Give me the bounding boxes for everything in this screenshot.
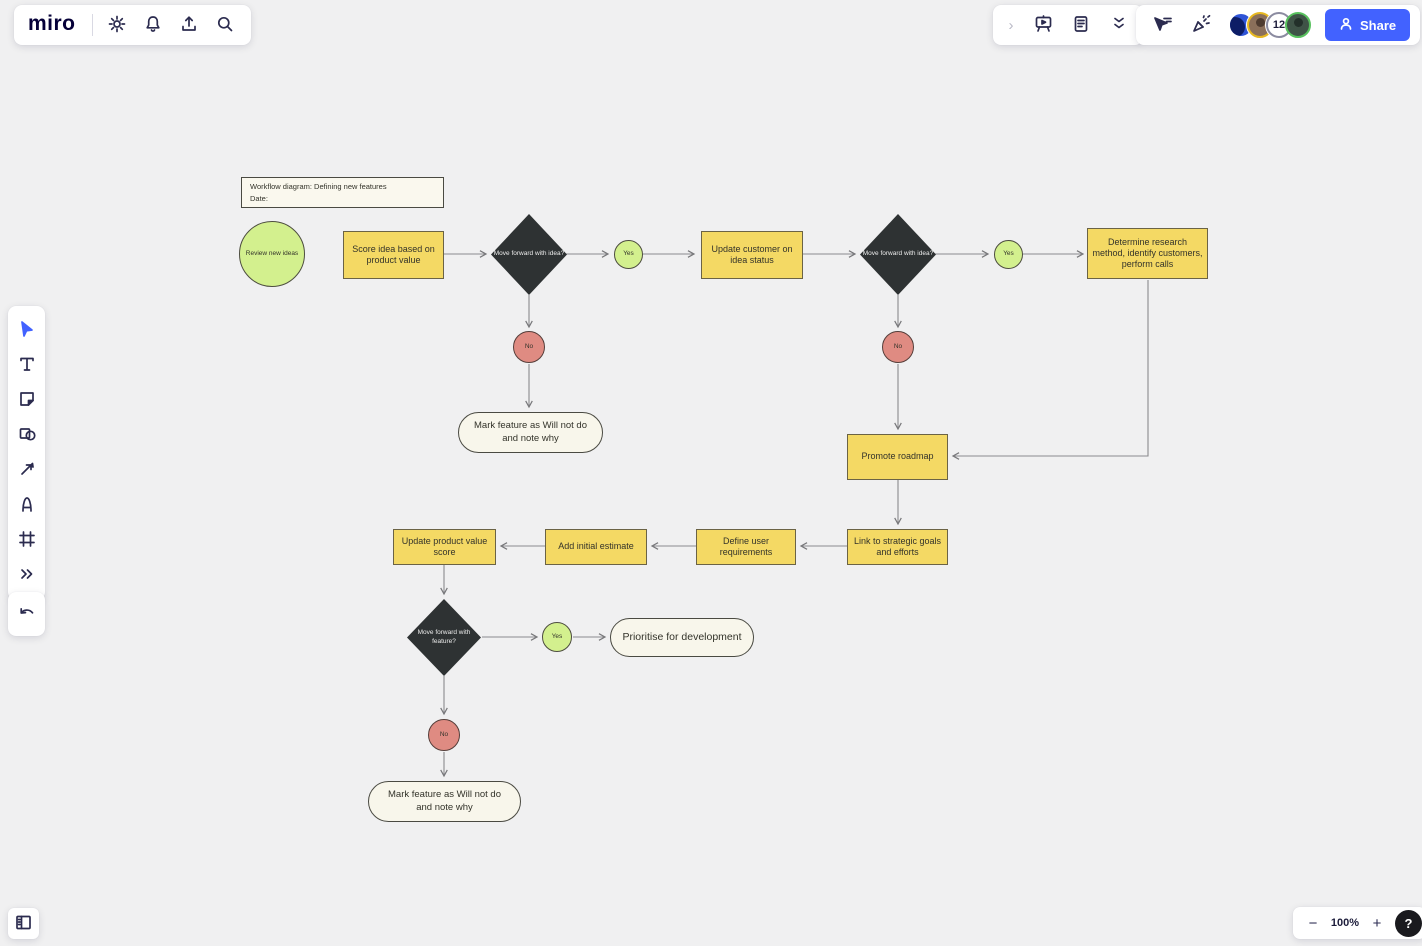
diagram-title-box[interactable]: Workflow diagram: Defining new features … (241, 177, 444, 208)
node-score-idea[interactable]: Score idea based on product value (343, 231, 444, 279)
frame-icon (17, 529, 37, 552)
decision-2-label: Move forward with idea? (862, 250, 934, 258)
share-button[interactable]: Share (1325, 9, 1411, 41)
follow-cursor-icon (1151, 14, 1173, 37)
node-mark-feature-2[interactable]: Mark feature as Will not do and note why (368, 781, 521, 822)
node-determine-research[interactable]: Determine research method, identify cust… (1087, 228, 1208, 279)
diamond-shape (860, 214, 936, 295)
collaboration-bar: 12 Share (1136, 5, 1421, 45)
text-icon (17, 354, 37, 377)
node-no-3[interactable]: No (428, 719, 460, 751)
node-decision-3[interactable]: Move forward with feature? (407, 599, 481, 676)
double-chevron-right-icon (18, 566, 36, 585)
node-link-strategic[interactable]: Link to strategic goals and efforts (847, 529, 948, 565)
collaborator-avatars: 12 (1228, 12, 1311, 38)
node-start[interactable]: Review new ideas (239, 221, 305, 287)
party-spray-icon (1191, 14, 1213, 37)
search-icon (215, 14, 235, 37)
collapse-toolbar-button[interactable] (1103, 9, 1135, 41)
pen-icon (17, 494, 37, 517)
tool-more[interactable] (10, 559, 43, 592)
tool-frame[interactable] (10, 524, 43, 557)
decision-3-label: Move forward with feature? (417, 628, 471, 645)
node-yes-2[interactable]: Yes (994, 240, 1023, 269)
zoom-controls: − 100% + ? (1293, 907, 1422, 939)
node-define-user[interactable]: Define user requirements (696, 529, 796, 565)
settings-button[interactable] (101, 9, 133, 41)
node-mark-feature-1[interactable]: Mark feature as Will not do and note why (458, 412, 603, 453)
share-label: Share (1360, 17, 1397, 33)
zoom-in-button[interactable]: + (1365, 911, 1389, 935)
divider (91, 14, 93, 36)
tool-connector[interactable] (10, 454, 43, 487)
undo-arrow-icon (17, 603, 37, 626)
node-update-customer[interactable]: Update customer on idea status (701, 231, 803, 279)
person-icon (1339, 17, 1353, 34)
presentation-button[interactable] (1027, 9, 1059, 41)
node-no-2[interactable]: No (882, 331, 914, 363)
miro-logo[interactable]: miro (28, 12, 76, 35)
panels-toggle-card (8, 908, 39, 939)
gear-icon (107, 14, 127, 37)
sticky-note-icon (17, 389, 37, 412)
zoom-out-button[interactable]: − (1301, 911, 1325, 935)
select-cursor-icon (17, 319, 37, 342)
creation-toolbar (8, 306, 45, 600)
notes-button[interactable] (1065, 9, 1097, 41)
main-toolbar: miro (14, 5, 251, 45)
double-chevron-down-icon (1111, 15, 1127, 36)
document-icon (1071, 14, 1091, 37)
undo-toolbar (8, 592, 45, 636)
arrow-icon (17, 459, 37, 482)
bell-icon (143, 14, 163, 37)
easel-play-icon (1033, 13, 1054, 37)
decision-1-label: Move forward with idea? (493, 250, 565, 258)
search-button[interactable] (209, 9, 241, 41)
node-add-estimate[interactable]: Add initial estimate (545, 529, 647, 565)
node-yes-3[interactable]: Yes (542, 622, 572, 652)
tool-shapes[interactable] (10, 419, 43, 452)
help-button[interactable]: ? (1395, 909, 1422, 937)
notifications-button[interactable] (137, 9, 169, 41)
node-prioritise[interactable]: Prioritise for development (610, 618, 754, 657)
chevron-right-icon: › (1008, 16, 1014, 34)
export-button[interactable] (173, 9, 205, 41)
node-no-1[interactable]: No (513, 331, 545, 363)
upload-icon (179, 14, 199, 37)
follow-cursor-button[interactable] (1146, 9, 1178, 41)
zoom-level[interactable]: 100% (1330, 917, 1360, 929)
node-yes-1[interactable]: Yes (614, 240, 643, 269)
node-decision-1[interactable]: Move forward with idea? (491, 214, 567, 295)
shapes-icon (17, 424, 37, 447)
node-decision-2[interactable]: Move forward with idea? (860, 214, 936, 295)
node-promote-roadmap[interactable]: Promote roadmap (847, 434, 948, 480)
diamond-shape (407, 599, 481, 676)
undo-button[interactable] (10, 598, 43, 631)
tool-text[interactable] (10, 349, 43, 382)
left-panel-toggle-button[interactable] (10, 910, 37, 937)
tool-pen[interactable] (10, 489, 43, 522)
side-panel-icon (14, 913, 33, 935)
avatar-current-user[interactable] (1285, 12, 1311, 38)
board-panels-bar: › (993, 5, 1143, 45)
diagram-title-line2: Date: (250, 193, 268, 203)
tool-select[interactable] (10, 314, 43, 347)
tool-sticky-note[interactable] (10, 384, 43, 417)
diamond-shape (491, 214, 567, 295)
diagram-title-line1: Workflow diagram: Defining new features (250, 182, 387, 192)
node-update-score[interactable]: Update product value score (393, 529, 496, 565)
celebrate-button[interactable] (1186, 9, 1218, 41)
expand-panel-button[interactable]: › (1001, 9, 1021, 41)
